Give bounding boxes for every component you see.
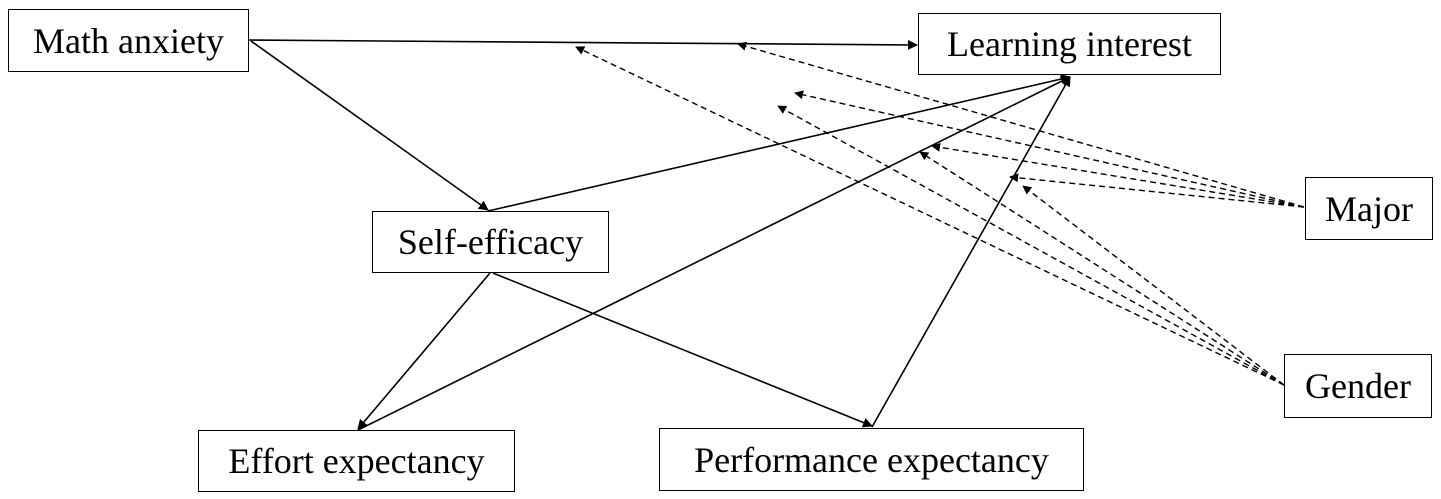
node-performance-expectancy-label: Performance expectancy	[694, 439, 1049, 480]
node-major: Major	[1305, 177, 1433, 240]
node-effort-expectancy: Effort expectancy	[198, 430, 515, 492]
moderation-major-to-effort-expectancy-path	[931, 142, 1305, 208]
node-gender-label: Gender	[1305, 366, 1411, 406]
node-effort-expectancy-label: Effort expectancy	[228, 441, 485, 481]
node-gender: Gender	[1284, 354, 1432, 418]
node-learning-interest: Learning interest	[918, 13, 1221, 75]
edge-self-efficacy-to-performance-expectancy	[492, 272, 873, 428]
edge-self-efficacy-to-learning-interest	[487, 74, 1071, 212]
moderation-gender-to-effort-expectancy-path	[919, 151, 1285, 386]
node-self-efficacy: Self-efficacy	[372, 211, 609, 273]
moderation-gender-to-performance-expectancy-path	[1022, 185, 1285, 386]
node-math-anxiety-label: Math anxiety	[33, 20, 224, 61]
node-performance-expectancy: Performance expectancy	[659, 428, 1084, 491]
edge-math-anxiety-to-self-efficacy	[250, 40, 489, 211]
edge-math-anxiety-to-learning-interest	[248, 39, 918, 50]
edge-performance-expectancy-to-learning-interest	[871, 76, 1071, 428]
edge-self-efficacy-to-effort-expectancy	[357, 272, 491, 430]
moderation-major-to-self-efficacy-path	[794, 90, 1305, 208]
edge-effort-expectancy-to-learning-interest	[357, 76, 1071, 431]
node-self-efficacy-label: Self-efficacy	[397, 222, 584, 262]
moderation-major-to-performance-expectancy-path	[1009, 173, 1305, 208]
node-math-anxiety: Math anxiety	[8, 9, 249, 72]
node-major-label: Major	[1325, 188, 1413, 229]
moderation-gender-to-self-efficacy-path	[777, 105, 1285, 386]
node-learning-interest-label: Learning interest	[947, 24, 1192, 64]
moderation-gender-to-math-anxiety-path	[575, 46, 1285, 386]
moderation-major-to-math-anxiety-path	[737, 41, 1305, 208]
